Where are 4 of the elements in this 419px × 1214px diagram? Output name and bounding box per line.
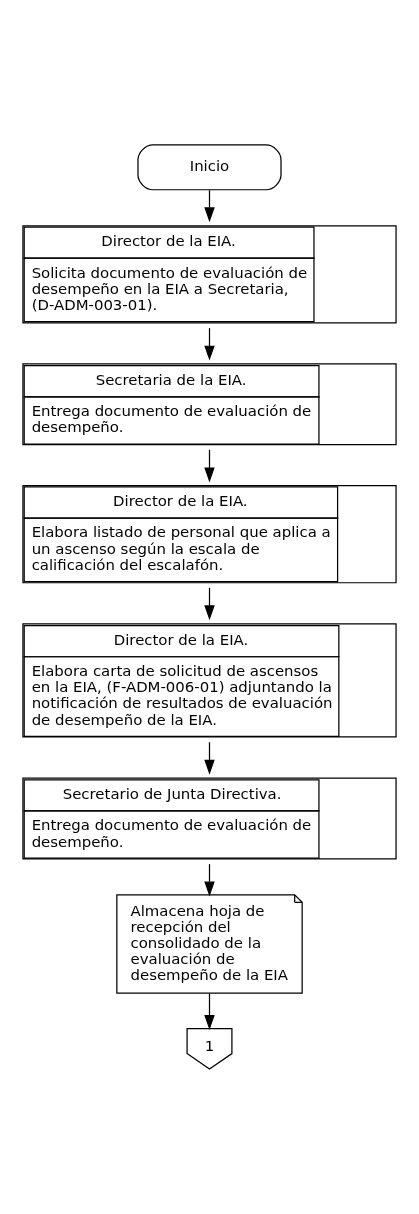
node-box: Inicio bbox=[137, 144, 282, 191]
arrow bbox=[204, 449, 215, 483]
arrow bbox=[204, 587, 215, 621]
arrow bbox=[204, 992, 215, 1031]
